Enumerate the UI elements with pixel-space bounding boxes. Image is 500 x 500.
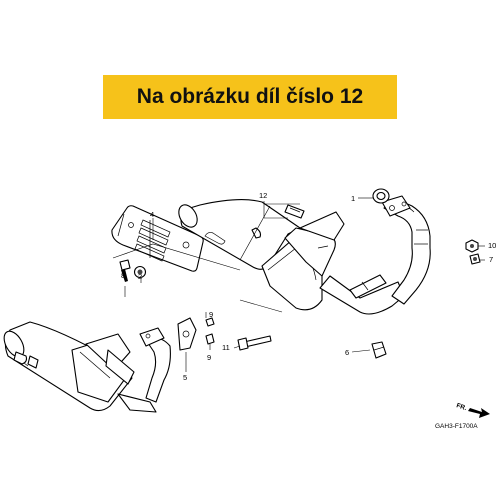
callout-4: 4: [150, 210, 154, 219]
bolt-part-9-lower: [205, 333, 215, 345]
callout-9-lower: 9: [207, 353, 211, 362]
callout-11: 11: [222, 343, 230, 352]
callout-6: 6: [345, 348, 349, 357]
bolt-part-9-upper: [205, 317, 215, 327]
callout-8: 8: [121, 271, 125, 280]
muffler-lower: [3, 321, 171, 413]
exhaust-pipe: [381, 195, 431, 305]
washer-part-5: [177, 317, 197, 351]
nut-part-10: [465, 239, 479, 253]
bolt-part-7: [469, 253, 481, 265]
callout-1: 1: [351, 194, 355, 203]
front-direction-arrow: FR.: [455, 402, 490, 418]
nut-part-2: [133, 265, 147, 279]
callout-7: 7: [489, 255, 493, 264]
leader-lines: [112, 197, 485, 372]
callout-12: 12: [259, 191, 267, 200]
packing-part-12: [284, 204, 305, 219]
callout-10: 10: [488, 241, 496, 250]
direction-label: FR.: [455, 402, 467, 412]
callout-5: 5: [183, 373, 187, 382]
callout-labels: 1 2 4 5 6 7 8 9 9 10 11 12: [121, 191, 496, 382]
heat-shield: [111, 205, 204, 272]
callout-2: 2: [138, 272, 142, 281]
clip-part-6: [371, 341, 387, 359]
bolt-part-8: [119, 259, 131, 282]
part-number-banner: Na obrázku díl číslo 12: [103, 75, 397, 119]
gasket-part-1: [372, 188, 390, 204]
muffler-main: [178, 199, 405, 315]
diagram-code: GAH3-F1700A: [435, 423, 478, 430]
bolt-part-11: [237, 335, 272, 351]
banner-text: Na obrázku díl číslo 12: [136, 85, 364, 108]
callout-9-upper: 9: [209, 310, 213, 319]
